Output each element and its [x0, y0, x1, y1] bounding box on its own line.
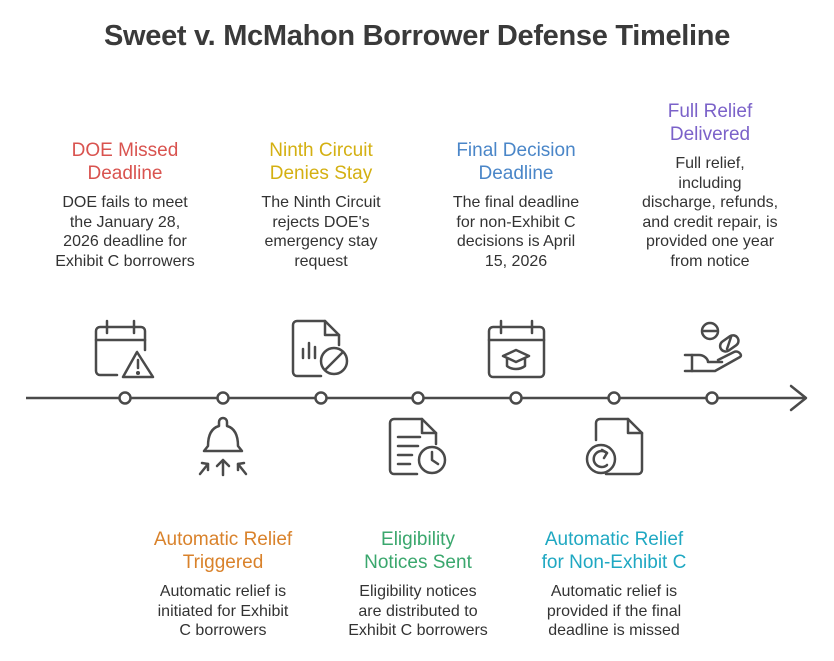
event-title-line: Triggered [182, 552, 264, 573]
event-description-line: request [294, 252, 348, 270]
event-description-line: C borrowers [179, 622, 267, 639]
event-description-line: from notice [670, 252, 750, 270]
document-refresh-icon [585, 417, 644, 476]
document-chart-denied-icon [291, 319, 349, 378]
marker-doe-missed-deadline [118, 391, 132, 405]
event-description-line: Full relief, [675, 155, 745, 172]
event-description: Automatic relief is provided if the fina… [524, 582, 704, 641]
event-description-line: for non-Exhibit C [456, 213, 576, 231]
event-title-line: DOE Missed [71, 140, 179, 161]
event-description-line: including [678, 174, 742, 192]
bell-arrows-icon [198, 416, 248, 477]
event-description-line: 2026 deadline for [63, 233, 187, 250]
event-description-line: Exhibit C borrowers [55, 252, 195, 270]
event-description: Eligibility notices are distributed to E… [328, 582, 508, 641]
event-title: Full Relief Delivered [620, 100, 800, 146]
calendar-warning-icon [94, 319, 155, 379]
event-title-line: Automatic Relief [544, 529, 684, 550]
calendar-graduation-icon [487, 319, 546, 379]
event-description-line: decisions is April [456, 233, 576, 250]
event-description-line: and credit repair, is [642, 213, 778, 231]
event-description-line: deadline is missed [548, 622, 680, 639]
event-title: Automatic Relief for Non-Exhibit C [524, 528, 704, 574]
event-title: Eligibility Notices Sent [328, 528, 508, 574]
event-description: The final deadline for non-Exhibit C dec… [426, 193, 606, 271]
event-title-line: Notices Sent [364, 552, 472, 573]
event-title-line: Full Relief [667, 101, 753, 122]
event-description-line: emergency stay [264, 233, 378, 250]
event-description-line: The Ninth Circuit [261, 194, 381, 211]
event-title-line: Delivered [669, 124, 751, 145]
event-description-line: are distributed to [358, 602, 478, 620]
event-description: Full relief, including discharge, refund… [620, 154, 800, 271]
event-title-line: Deadline [87, 163, 163, 184]
event-title-line: Deadline [478, 163, 554, 184]
marker-eligibility-notices-sent [411, 391, 425, 405]
event-description-line: Exhibit C borrowers [348, 622, 488, 639]
event-description-line: DOE fails to meet [62, 194, 188, 211]
event-description: The Ninth Circuit rejects DOE's emergenc… [231, 193, 411, 271]
marker-ninth-circuit-denies-stay [314, 391, 328, 405]
event-description-line: rejects DOE's [272, 213, 370, 231]
page-title: Sweet v. McMahon Borrower Defense Timeli… [103, 20, 731, 52]
event-description-line: Eligibility notices [359, 583, 477, 600]
event-description-line: discharge, refunds, [641, 194, 779, 211]
event-description-line: initiated for Exhibit [157, 602, 289, 620]
event-description-line: Automatic relief is [159, 583, 287, 600]
event-title: Final Decision Deadline [426, 139, 606, 185]
marker-full-relief-delivered [705, 391, 719, 405]
event-description-line: 15, 2026 [484, 252, 548, 270]
marker-final-decision-deadline [509, 391, 523, 405]
event-description-line: provided if the final [546, 602, 682, 620]
event-description-line: The final deadline [452, 194, 580, 211]
marker-automatic-relief-non-exhibit-c [607, 391, 621, 405]
hand-pills-icon [683, 321, 743, 373]
timeline-arrowhead [789, 384, 808, 412]
event-description-line: the January 28, [69, 213, 181, 231]
event-description-line: Automatic relief is [550, 583, 678, 600]
timeline-markers [118, 391, 719, 405]
event-title-line: Eligibility [381, 529, 455, 550]
event-title-line: Automatic Relief [153, 529, 293, 550]
event-title: DOE Missed Deadline [35, 139, 215, 185]
event-title-line: Ninth Circuit [269, 140, 373, 161]
event-title-line: Final Decision [456, 140, 576, 161]
event-title-line: Denies Stay [269, 163, 373, 184]
marker-automatic-relief-triggered [216, 391, 230, 405]
document-clock-icon [388, 417, 447, 476]
event-description-line: provided one year [645, 233, 775, 250]
event-description: DOE fails to meet the January 28, 2026 d… [35, 193, 215, 271]
event-description: Automatic relief is initiated for Exhibi… [133, 582, 313, 641]
event-title: Automatic Relief Triggered [133, 528, 313, 574]
event-title: Ninth Circuit Denies Stay [231, 139, 411, 185]
event-title-line: for Non-Exhibit C [541, 552, 687, 573]
